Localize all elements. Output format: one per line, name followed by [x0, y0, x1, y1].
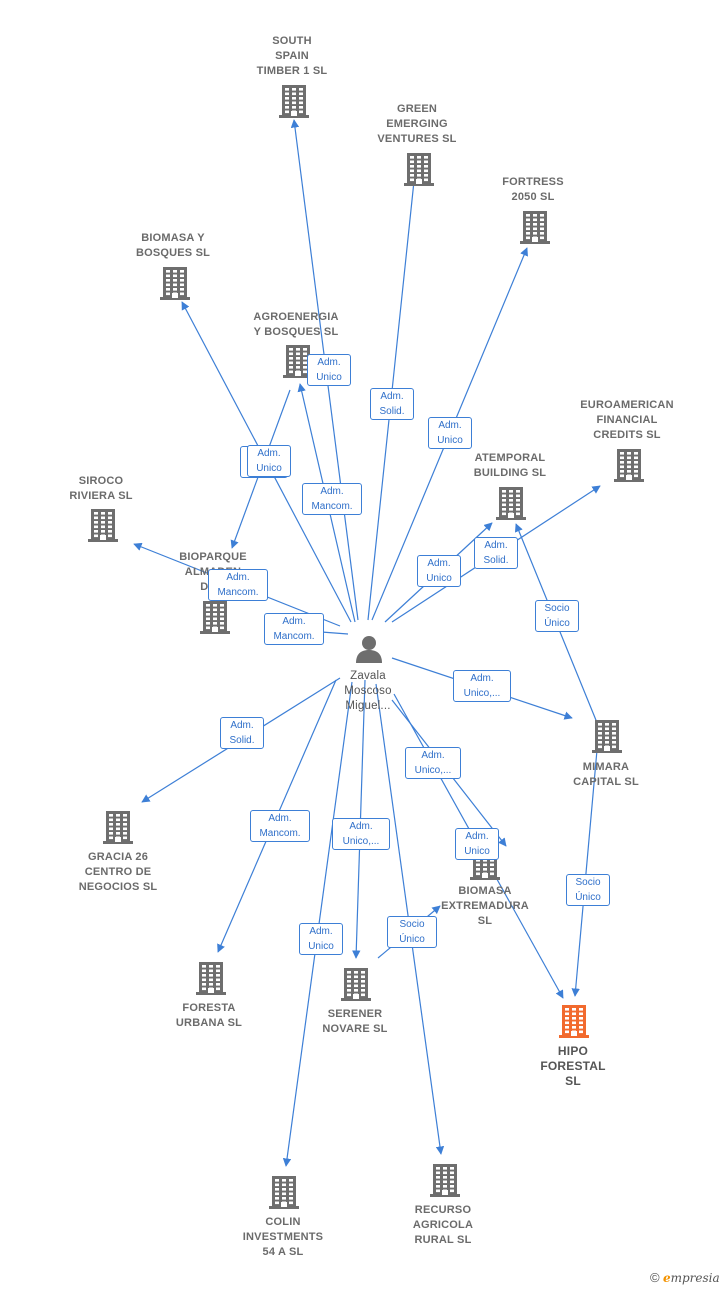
building-icon — [520, 211, 550, 244]
relation-label[interactable]: Adm. Unico,... — [453, 670, 511, 702]
relation-label[interactable]: Adm. Unico — [307, 354, 351, 386]
company-name[interactable]: GREEN EMERGING VENTURES SL — [377, 103, 457, 145]
relation-label[interactable]: Adm. Unico,... — [405, 747, 461, 779]
company-node-agro[interactable]: AGROENERGIA Y BOSQUES SL — [231, 310, 361, 340]
building-icon — [614, 449, 644, 482]
building-icon[interactable] — [520, 210, 550, 244]
building-icon — [160, 267, 190, 300]
building-icon[interactable] — [88, 508, 118, 542]
relation-label[interactable]: Adm. Unico — [247, 445, 291, 477]
company-name[interactable]: COLIN INVESTMENTS 54 A SL — [242, 1216, 324, 1258]
company-node-atemporal[interactable]: ATEMPORAL BUILDING SL — [445, 451, 575, 481]
relation-label[interactable]: Adm. Mancom. — [302, 483, 362, 515]
person-icon[interactable] — [354, 634, 384, 668]
relation-label[interactable]: Socio Único — [535, 600, 579, 632]
company-name[interactable]: FORESTA URBANA SL — [175, 1002, 243, 1029]
company-node-colin[interactable]: COLIN INVESTMENTS 54 A SL — [218, 1215, 348, 1260]
building-icon — [269, 1176, 299, 1209]
building-icon — [200, 601, 230, 634]
relation-label[interactable]: Adm. Unico — [455, 828, 499, 860]
person-node[interactable]: Zavala Moscoso Miguel... — [303, 669, 433, 714]
building-icon — [279, 85, 309, 118]
relation-label[interactable]: Adm. Unico — [417, 555, 461, 587]
company-name[interactable]: ATEMPORAL BUILDING SL — [473, 452, 547, 479]
relation-label[interactable]: Adm. Unico — [428, 417, 472, 449]
building-icon[interactable] — [341, 967, 371, 1001]
company-name[interactable]: FORTRESS 2050 SL — [502, 176, 564, 203]
empresia-logo: © empresia — [650, 1270, 720, 1285]
company-name[interactable]: HIPO FORESTAL SL — [540, 1044, 606, 1088]
building-icon[interactable] — [279, 84, 309, 118]
company-name[interactable]: BIOMASA EXTREMADURA SL — [441, 885, 529, 927]
relation-label[interactable]: Adm. Solid. — [220, 717, 264, 749]
building-icon[interactable] — [592, 719, 622, 753]
relation-label[interactable]: Socio Único — [387, 916, 437, 948]
company-node-green[interactable]: GREEN EMERGING VENTURES SL — [352, 102, 482, 147]
company-node-euro[interactable]: EUROAMERICAN FINANCIAL CREDITS SL — [562, 398, 692, 443]
company-name[interactable]: SOUTH SPAIN TIMBER 1 SL — [256, 35, 328, 77]
company-name[interactable]: SIROCO RIVIERA SL — [69, 475, 133, 502]
company-name[interactable]: EUROAMERICAN FINANCIAL CREDITS SL — [580, 399, 674, 441]
company-name[interactable]: MIMARA CAPITAL SL — [573, 761, 639, 788]
company-node-biomasa[interactable]: BIOMASA Y BOSQUES SL — [108, 231, 238, 261]
company-node-recurso[interactable]: RECURSO AGRICOLA RURAL SL — [378, 1203, 508, 1248]
relation-label[interactable]: Adm. Mancom. — [250, 810, 310, 842]
company-name[interactable]: AGROENERGIA Y BOSQUES SL — [253, 311, 339, 338]
person-name[interactable]: Zavala Moscoso Miguel... — [344, 670, 392, 712]
building-icon — [404, 153, 434, 186]
building-icon[interactable] — [160, 266, 190, 300]
building-icon — [592, 720, 622, 753]
relation-label[interactable]: Adm. Unico,... — [332, 818, 390, 850]
building-icon — [196, 962, 226, 995]
building-icon — [103, 811, 133, 844]
building-icon — [283, 345, 313, 378]
company-name[interactable]: RECURSO AGRICOLA RURAL SL — [412, 1204, 474, 1246]
building-icon[interactable] — [200, 600, 230, 634]
company-name[interactable]: GRACIA 26 CENTRO DE NEGOCIOS SL — [78, 851, 158, 893]
building-icon[interactable] — [283, 344, 313, 378]
company-node-fortress[interactable]: FORTRESS 2050 SL — [468, 175, 598, 205]
building-icon[interactable] — [614, 448, 644, 482]
building-icon[interactable] — [269, 1175, 299, 1209]
building-icon[interactable] — [559, 1004, 589, 1038]
company-node-serener[interactable]: SERENER NOVARE SL — [290, 1007, 420, 1037]
building-icon[interactable] — [196, 961, 226, 995]
building-icon — [341, 968, 371, 1001]
company-name[interactable]: SERENER NOVARE SL — [322, 1008, 388, 1035]
company-name[interactable]: BIOMASA Y BOSQUES SL — [135, 232, 211, 259]
relation-label[interactable]: Adm. Unico — [299, 923, 343, 955]
building-icon — [430, 1164, 460, 1197]
company-node-bioext[interactable]: BIOMASA EXTREMADURA SL — [420, 884, 550, 929]
relation-label[interactable]: Adm. Mancom. — [208, 569, 268, 601]
building-icon[interactable] — [404, 152, 434, 186]
building-icon[interactable] — [103, 810, 133, 844]
person-icon — [356, 636, 382, 663]
company-node-foresta[interactable]: FORESTA URBANA SL — [144, 1001, 274, 1031]
building-icon — [88, 509, 118, 542]
building-icon — [559, 1005, 589, 1038]
company-node-siroco[interactable]: SIROCO RIVIERA SL — [36, 474, 166, 504]
building-icon[interactable] — [430, 1163, 460, 1197]
company-node-hipo[interactable]: HIPO FORESTAL SL — [508, 1044, 638, 1089]
relation-label[interactable]: Adm. Solid. — [474, 537, 518, 569]
company-node-gracia[interactable]: GRACIA 26 CENTRO DE NEGOCIOS SL — [53, 850, 183, 895]
relation-label[interactable]: Socio Único — [566, 874, 610, 906]
company-node-mimara[interactable]: MIMARA CAPITAL SL — [541, 760, 671, 790]
relation-label[interactable]: Adm. Solid. — [370, 388, 414, 420]
building-icon[interactable] — [496, 486, 526, 520]
relation-edge — [571, 749, 598, 997]
building-icon — [496, 487, 526, 520]
company-node-south[interactable]: SOUTH SPAIN TIMBER 1 SL — [227, 34, 357, 79]
relation-label[interactable]: Adm. Mancom. — [264, 613, 324, 645]
